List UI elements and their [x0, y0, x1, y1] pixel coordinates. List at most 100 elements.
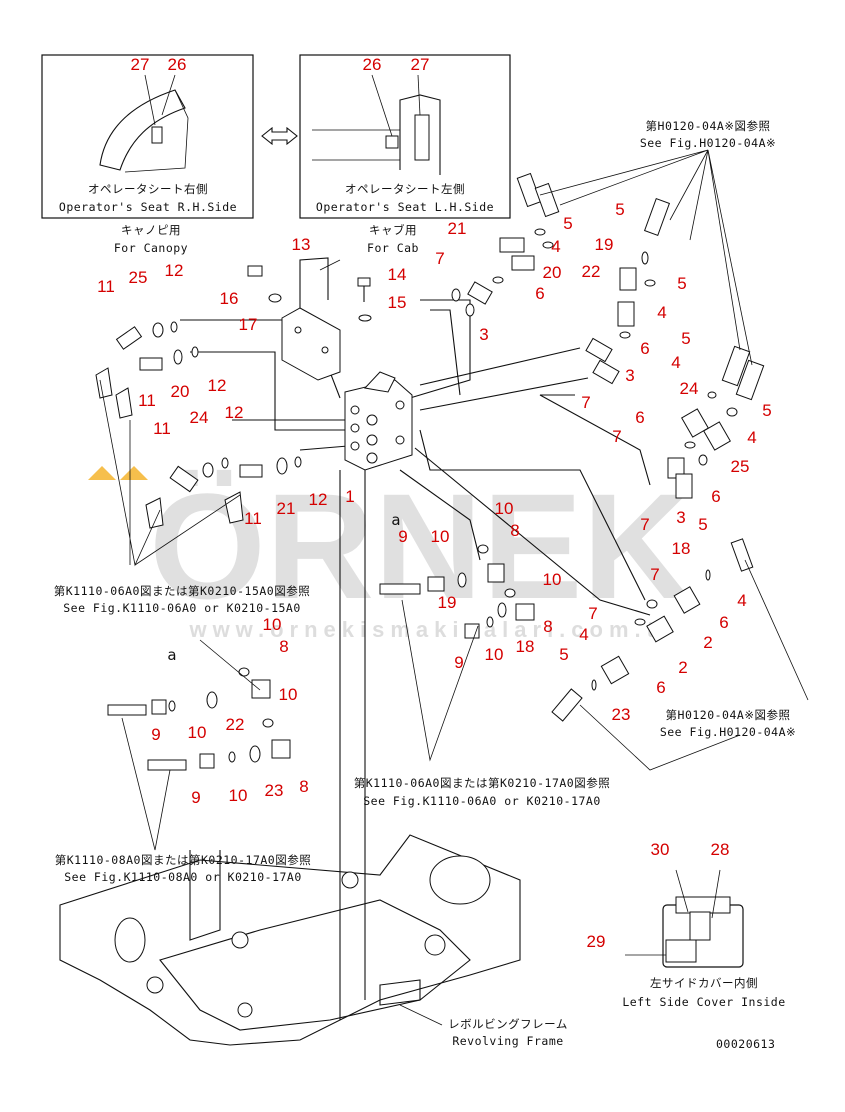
watermark: ÖRNEK www.ornekismakinalari.com.tr	[88, 462, 691, 642]
detail-marker: a	[391, 511, 400, 529]
connector-shape	[665, 939, 697, 963]
straight-fitting	[646, 615, 674, 643]
hose-end	[721, 345, 751, 387]
callout-number: 25	[129, 268, 148, 287]
o-ring	[634, 618, 646, 626]
seat-side	[399, 94, 441, 175]
elbow-fitting	[251, 679, 271, 699]
callout-number: 8	[543, 617, 552, 636]
inset-lh: 26 27 オペレータシート左側 Operator's Seat L.H.Sid…	[299, 54, 511, 219]
o-ring	[619, 331, 631, 339]
leader-line	[161, 74, 176, 116]
adapter	[427, 576, 445, 592]
callout-number: 2	[678, 658, 687, 677]
seat-panel-shape	[99, 89, 186, 171]
callout-number: 17	[239, 315, 258, 334]
callout-number: 23	[265, 781, 284, 800]
callout-number: 7	[640, 515, 649, 534]
elbow-fitting	[515, 603, 535, 621]
bracket-arm	[299, 257, 329, 308]
callout-number: 7	[581, 393, 590, 412]
callout-number: 27	[411, 55, 430, 74]
callout-number: 24	[680, 379, 699, 398]
ref-leader	[199, 639, 261, 691]
callout-number: 25	[731, 457, 750, 476]
callout-number: 19	[595, 235, 614, 254]
callout-number: 21	[277, 499, 296, 518]
straight-fitting	[617, 301, 635, 327]
callout-number: 29	[587, 932, 606, 951]
ref-note-en: See Fig.K1110-06A0 or K0210-15A0	[63, 601, 301, 615]
o-ring	[294, 456, 302, 468]
frame-boss	[114, 917, 146, 963]
straight-fitting	[681, 408, 709, 438]
ref-note-jp: 第K1110-06A0図または第K0210-15A0図参照	[54, 584, 310, 598]
bolt-head	[247, 265, 263, 277]
bracket-hole	[321, 346, 329, 354]
inset-label-en: Operator's Seat L.H.Side	[316, 200, 494, 214]
straight-fitting	[239, 464, 263, 478]
callout-number: 5	[563, 214, 572, 233]
hose-end	[147, 759, 187, 771]
left-fittings	[95, 321, 302, 567]
adapter	[199, 753, 215, 769]
o-ring	[591, 679, 597, 691]
o-ring	[173, 349, 183, 365]
callout-number: 10	[188, 723, 207, 742]
notes: キャノピ用 For Canopy キャブ用 For Cab 第H0120-04A…	[54, 119, 796, 1051]
callout-number: 12	[208, 376, 227, 395]
o-ring	[152, 322, 164, 338]
ref-leader	[539, 149, 753, 366]
hose-line	[190, 351, 345, 431]
o-ring	[249, 745, 261, 763]
inset-rh: 27 26 オペレータシート右側 Operator's Seat R.H.Sid…	[41, 54, 254, 219]
callout-number: 20	[171, 382, 190, 401]
callout-number: 10	[279, 685, 298, 704]
callout-number: 22	[582, 262, 601, 281]
watermark-brand: ÖRNEK	[149, 462, 691, 630]
hose-end	[224, 491, 244, 524]
o-ring	[170, 321, 178, 333]
callout-number: 3	[676, 508, 685, 527]
callout-number: 11	[153, 419, 171, 438]
leader-line	[144, 74, 156, 126]
callout-number: 28	[711, 840, 730, 859]
callout-number: 9	[454, 653, 463, 672]
o-ring	[451, 288, 461, 302]
callout-number: 6	[656, 678, 665, 697]
elbow-fitting	[467, 281, 493, 305]
frame-bolt	[341, 871, 359, 889]
center-fittings	[379, 544, 535, 762]
seat-panel-edge	[124, 89, 189, 173]
o-ring	[534, 228, 546, 236]
frame-plate	[379, 979, 421, 1006]
callout-number: 15	[388, 293, 407, 312]
hose-end	[516, 172, 542, 208]
hose-end	[534, 182, 560, 218]
o-ring	[705, 569, 711, 581]
callout-number: 19	[438, 593, 457, 612]
ref-note-jp: 第H0120-04A※図参照	[646, 119, 771, 133]
lower-left-fittings	[107, 639, 291, 851]
frame-inner	[159, 899, 471, 1031]
o-ring	[276, 457, 288, 475]
valve-lever	[364, 371, 396, 393]
o-ring	[262, 718, 274, 728]
hose-line	[299, 445, 349, 451]
callout-number: 21	[448, 219, 467, 238]
callout-number: 10	[229, 786, 248, 805]
callout-number: 12	[165, 261, 184, 280]
callout-number: 6	[640, 339, 649, 358]
hose-line	[419, 429, 646, 601]
elbow-fitting	[169, 465, 199, 493]
callout-number: 26	[168, 55, 187, 74]
o-ring	[168, 700, 176, 712]
adapter	[151, 699, 167, 715]
o-ring	[542, 241, 554, 249]
cab-note-en: For Cab	[367, 241, 419, 255]
washer	[268, 293, 282, 303]
straight-fitting	[619, 267, 637, 291]
callout-number: 9	[191, 788, 200, 807]
o-ring	[238, 667, 250, 677]
callout-number: 4	[747, 428, 756, 447]
